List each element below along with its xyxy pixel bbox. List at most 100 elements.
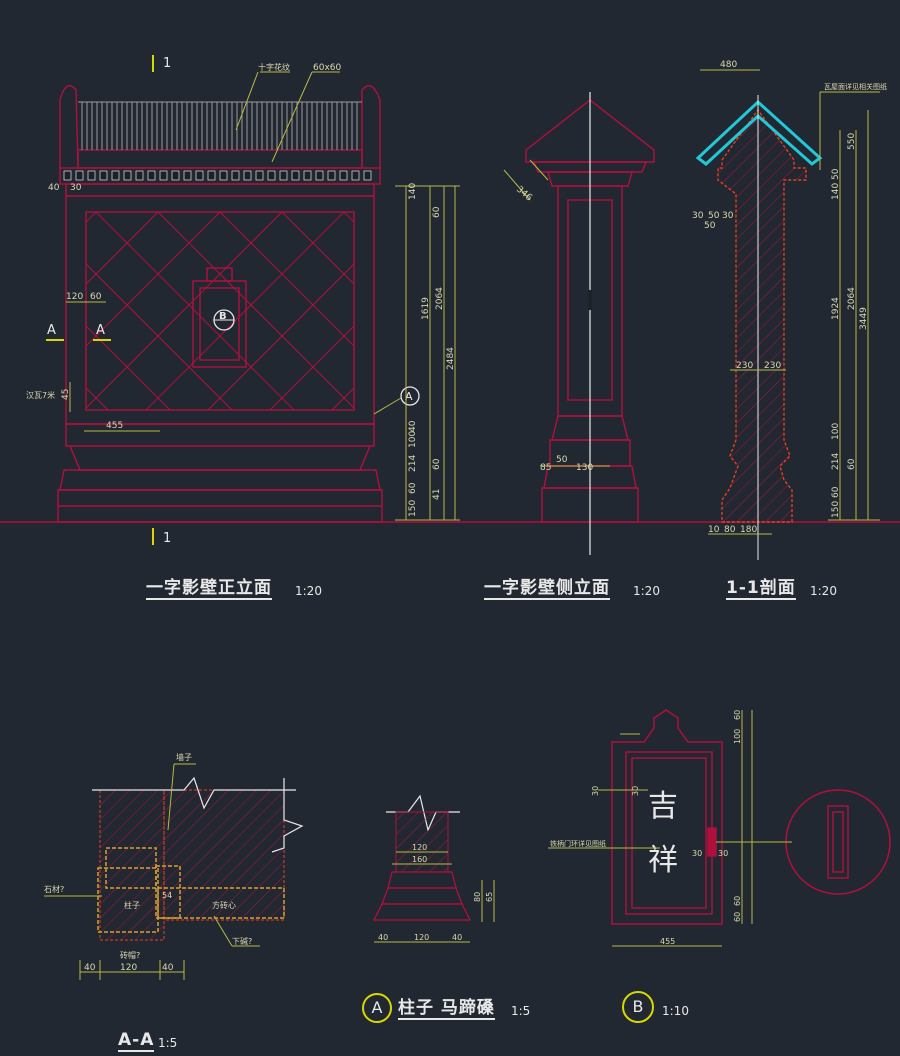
title-side-elevation: 一字影壁侧立面 — [484, 578, 610, 600]
sec-dim-b0: 10 — [708, 525, 720, 535]
dim-v2-7: 150 — [408, 500, 418, 517]
sec-dim-c0: 230 — [736, 361, 753, 371]
sec-dim-r0: 550 — [847, 133, 857, 150]
lattice-line — [95, 211, 295, 411]
front-dentils — [63, 170, 372, 181]
aa-label-0: 墙子 — [176, 752, 192, 762]
sec-dim-r2-4: 60 — [847, 458, 857, 470]
lattice-line — [145, 211, 345, 411]
da-dim-0: 120 — [412, 843, 427, 852]
sec-dim-b1: 80 — [724, 525, 736, 535]
sec-dim-l1: 50 — [708, 211, 720, 221]
front-diamond-lattice — [85, 211, 355, 411]
front-elevation — [57, 85, 383, 523]
aa-dim-1: 120 — [120, 963, 137, 973]
db-dim-v2: 60 — [733, 896, 742, 906]
da-dim-v0: 80 — [473, 892, 482, 902]
char-ji: 吉 — [648, 789, 678, 824]
detail-b-marker: B — [219, 311, 227, 322]
title-detail-a: 柱子 马蹄磉 — [398, 998, 495, 1020]
dim-v2-5: 60 — [408, 482, 418, 494]
db-dim-2: 455 — [660, 937, 675, 946]
dentil-block — [339, 170, 348, 181]
lattice-line — [85, 211, 97, 223]
dentil-block — [279, 170, 288, 181]
front-annotations: 1 1 十字花纹 60x60 40 30 120 60 A A 汉瓦7米 455… — [26, 55, 460, 546]
scale-plan-aa: 1:5 — [158, 1036, 178, 1050]
dentil-block — [327, 170, 336, 181]
dim-v2-0: 40 — [408, 420, 418, 432]
title-plan-aa: A-A — [118, 1030, 155, 1052]
dim-v2-6: 41 — [432, 489, 442, 500]
lattice-line — [85, 263, 233, 411]
sec-dim-l2: 30 — [722, 211, 734, 221]
lattice-line — [343, 211, 355, 223]
dentil-block — [111, 170, 120, 181]
plan-a-a-annotations: 墙子 柱子 方砖心 石材? 下碱? 砖帽? 54 40 120 40 — [44, 752, 260, 980]
dim-top-left-b: 30 — [70, 183, 82, 193]
scale-side: 1:20 — [633, 584, 660, 598]
dim-v-s2: 60 — [432, 206, 442, 218]
lattice-line — [85, 387, 109, 411]
dentil-block — [159, 170, 168, 181]
dentil-block — [75, 170, 84, 181]
cut-mark-bottom: 1 — [163, 531, 171, 546]
lattice-line — [219, 211, 355, 347]
da-dim-3: 120 — [414, 933, 429, 942]
da-dim-2: 40 — [378, 933, 388, 942]
dim-v-s3: 45 — [61, 389, 71, 400]
badge-a-label: A — [371, 998, 383, 1017]
sec-dim-m0: 1924 — [831, 297, 841, 320]
da-dim-v1: 65 — [485, 892, 494, 902]
lattice-line — [157, 211, 355, 409]
dim-v2-1: 100 — [408, 431, 418, 448]
title-section: 1-1剖面 — [726, 578, 796, 600]
db-dim-1: 30 — [718, 849, 728, 858]
da-dim-1: 160 — [412, 855, 427, 864]
sec-dim-b2: 180 — [740, 525, 757, 535]
side-dim-0: 85 — [540, 463, 551, 473]
dim-v-1619: 1619 — [421, 297, 431, 320]
db-small-0: 30 — [591, 786, 600, 796]
sec-dim-m1: 2064 — [847, 287, 857, 310]
dentil-block — [183, 170, 192, 181]
db-small-1: 30 — [631, 786, 640, 796]
sec-dim-l3: 50 — [704, 221, 716, 231]
dim-v2-4: 60 — [432, 458, 442, 470]
dentil-block — [135, 170, 144, 181]
dentil-block — [255, 170, 264, 181]
dentil-block — [87, 170, 96, 181]
char-xiang: 祥 — [648, 843, 678, 878]
sec-dim-r2-5: 60 — [831, 486, 841, 498]
lattice-line — [85, 211, 283, 409]
dim-v2-3: 214 — [408, 455, 418, 472]
aa-label-4: 下碱? — [232, 937, 252, 946]
sec-dim-r2-0: 100 — [831, 423, 841, 440]
sec-dim-r1: 50 — [831, 168, 841, 180]
dentil-block — [315, 170, 324, 181]
dentil-block — [195, 170, 204, 181]
lattice-line — [85, 325, 171, 411]
dim-v-2484: 2484 — [446, 347, 456, 370]
dentil-block — [171, 170, 180, 181]
section-1-1 — [695, 95, 823, 560]
section-mark-left: A — [47, 323, 56, 338]
sec-dim-r2: 140 — [831, 183, 841, 200]
aa-dim-small: 54 — [162, 891, 172, 900]
dentil-block — [147, 170, 156, 181]
lattice-line — [269, 325, 355, 411]
lattice-line — [331, 387, 355, 411]
scale-detail-b: 1:10 — [662, 1004, 689, 1018]
sec-dim-m2: 3449 — [859, 307, 869, 330]
dim-v-2064: 2064 — [435, 287, 445, 310]
dentil-block — [303, 170, 312, 181]
dentil-block — [267, 170, 276, 181]
lattice-line — [85, 211, 221, 347]
dentil-block — [99, 170, 108, 181]
detail-a-drawing — [372, 794, 472, 921]
dentil-block — [351, 170, 360, 181]
aa-label-2: 方砖心 — [212, 900, 236, 910]
da-dim-4: 40 — [452, 933, 462, 942]
side-annotations: 346 85 50 130 — [503, 159, 610, 473]
